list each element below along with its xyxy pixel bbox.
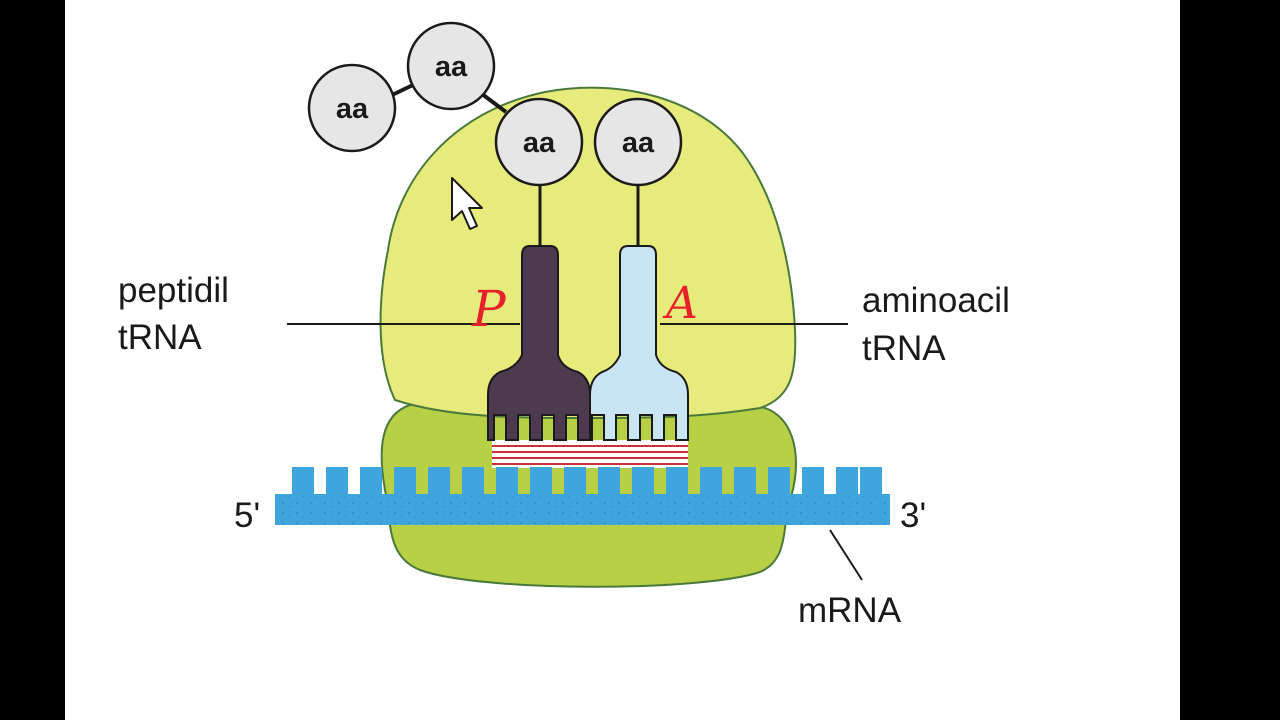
amino-acid-1: aa [307, 63, 397, 153]
aminoacil-label-line1: aminoacil [862, 281, 1010, 320]
amino-acid-2-label: aa [435, 51, 468, 83]
peptidil-label-line2: tRNA [118, 318, 202, 357]
base-pair-lines [492, 445, 688, 465]
a-site-annotation: A [662, 278, 698, 329]
amino-acid-3: aa [494, 97, 584, 187]
mrna-texture [275, 494, 890, 525]
large-ribosomal-subunit [379, 86, 797, 419]
mrna-label: mRNA [798, 591, 902, 630]
amino-acid-1-label: aa [336, 93, 369, 125]
aminoacyl-trna [589, 245, 689, 441]
peptide-bond-2 [480, 92, 508, 114]
p-site-annotation: P [471, 280, 507, 338]
peptide-bond-1 [389, 82, 416, 98]
amino-acid-3-label: aa [523, 127, 556, 159]
amino-acid-4: aa [593, 97, 683, 187]
peptidil-label-line1: peptidil [118, 271, 229, 310]
mrna-leader-line [829, 529, 863, 581]
aminoacil-label-line2: tRNA [862, 329, 946, 368]
three-prime-label: 3' [900, 496, 926, 535]
amino-acid-2: aa [406, 21, 496, 111]
five-prime-label: 5' [234, 496, 260, 535]
amino-acid-4-label: aa [622, 127, 655, 159]
mouse-cursor-icon [451, 177, 483, 230]
